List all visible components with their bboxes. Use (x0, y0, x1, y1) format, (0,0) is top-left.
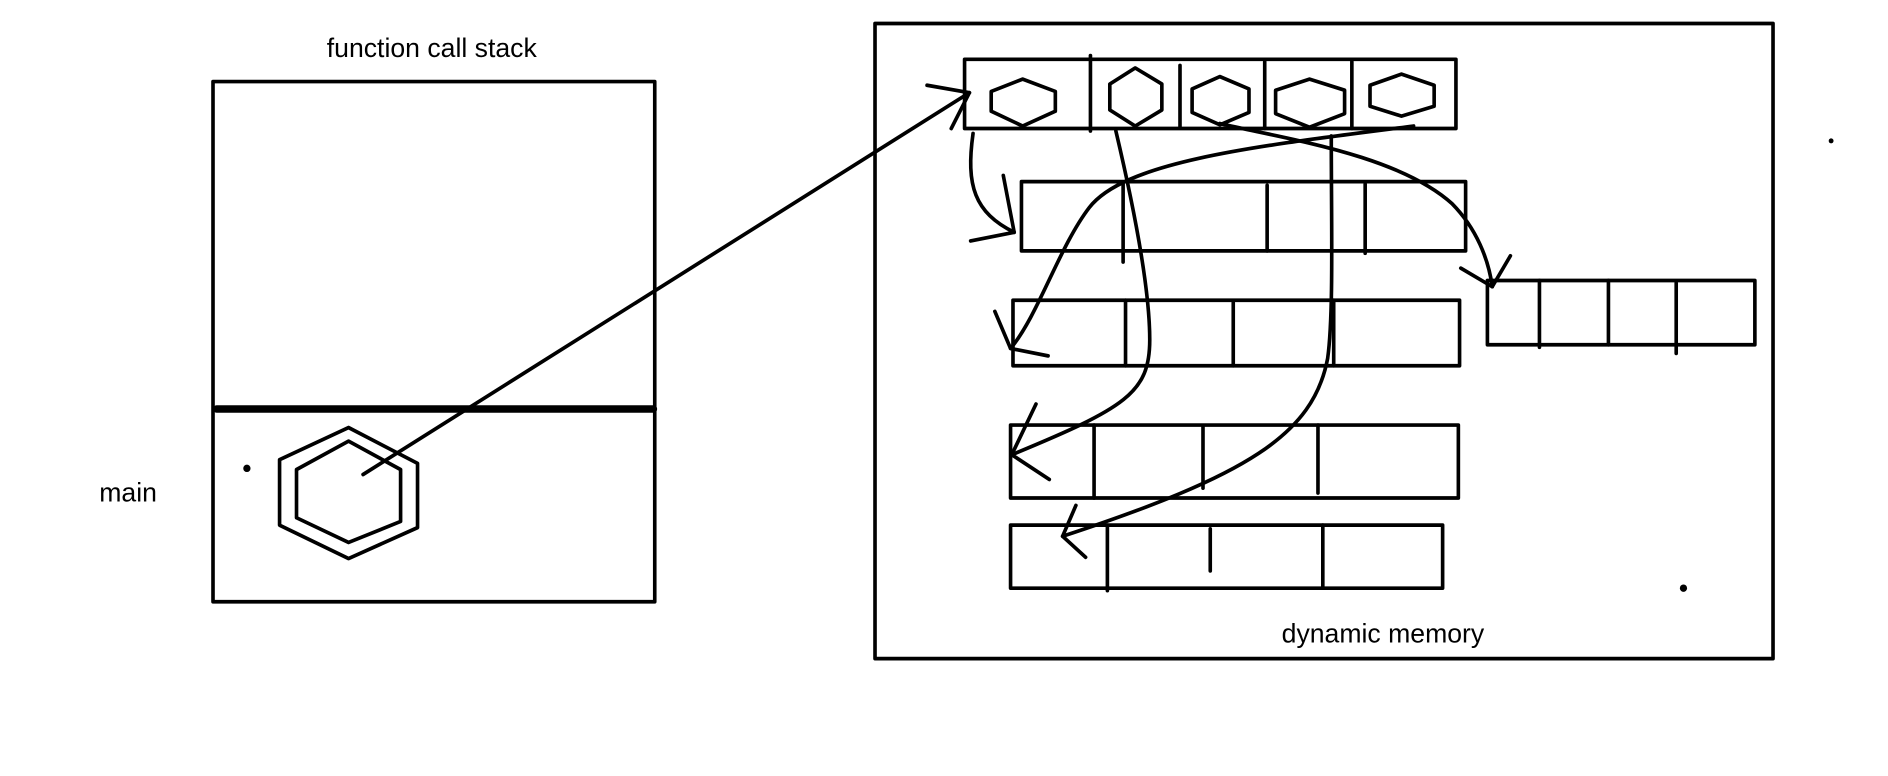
heap-title: dynamic memory (1282, 618, 1485, 648)
pointer-arrow (361, 83, 972, 477)
row-array-2 (1011, 298, 1462, 368)
row-pointer-arrow (1009, 129, 1152, 482)
row-pointer-arrow (1060, 134, 1334, 560)
array-slot-hexagon (1368, 72, 1436, 119)
row-pointer-arrow (968, 131, 1017, 243)
array-slot-hexagon (1273, 77, 1347, 130)
pointer-array (962, 53, 1458, 133)
pointer-array-box (962, 57, 1458, 131)
frame-label-main: main (99, 477, 157, 507)
array-slot-hexagon (1190, 74, 1251, 127)
stray-dot (1679, 584, 1688, 592)
stray-dot (1828, 138, 1834, 144)
array-slot-hexagon (1107, 66, 1164, 128)
call-stack-box (211, 79, 657, 604)
pointer-variable (277, 425, 420, 561)
row-pointer-arrow (1218, 121, 1513, 289)
pointer-hexagon-outer (277, 425, 420, 561)
row-array-5 (1485, 278, 1757, 356)
row-array-4 (1008, 523, 1445, 593)
row-pointer-arrow (993, 124, 1416, 358)
row-array-3 (1008, 423, 1461, 500)
dynamic-memory-box (873, 21, 1775, 661)
stack-title: function call stack (327, 33, 538, 63)
array-slot-hexagon (989, 77, 1058, 128)
pointer-hexagon-inner (294, 439, 403, 545)
row-array-1 (1019, 179, 1468, 264)
stray-dot (243, 464, 251, 473)
